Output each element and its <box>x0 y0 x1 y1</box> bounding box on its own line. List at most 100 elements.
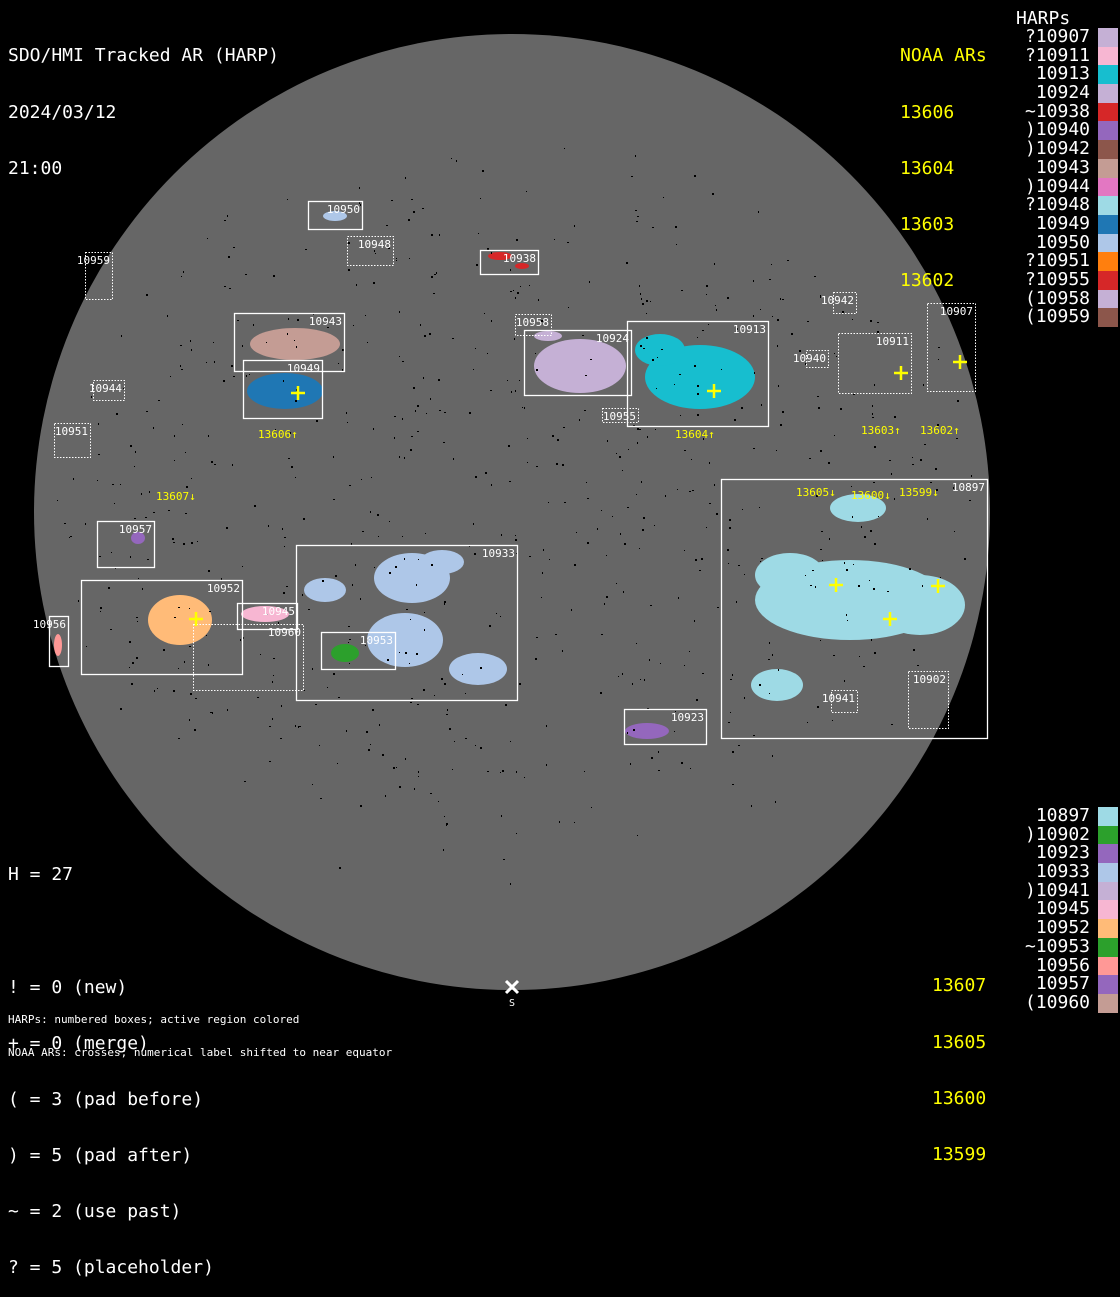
magnetic-speckle <box>641 481 642 483</box>
magnetic-speckle <box>365 315 366 316</box>
magnetic-speckle <box>736 328 738 330</box>
magnetic-speckle <box>57 500 58 501</box>
magnetic-speckle <box>844 562 845 564</box>
magnetic-speckle <box>696 699 698 701</box>
magnetic-speckle <box>546 764 547 766</box>
magnetic-speckle <box>694 620 695 622</box>
harp-label: (10958 <box>1024 287 1090 309</box>
harp-box: 10907 <box>927 303 976 392</box>
harp-legend-item: )10941 <box>1016 881 1118 901</box>
magnetic-speckle <box>409 663 410 664</box>
magnetic-speckle <box>399 652 400 653</box>
magnetic-speckle <box>712 193 714 195</box>
harp-box-label: 10949 <box>287 362 320 375</box>
magnetic-speckle <box>927 518 928 520</box>
magnetic-speckle <box>361 479 362 480</box>
magnetic-speckle <box>178 738 180 739</box>
magnetic-speckle <box>853 394 855 395</box>
magnetic-speckle <box>487 771 489 772</box>
magnetic-speckle <box>768 659 770 660</box>
magnetic-speckle <box>684 550 685 551</box>
harp-box: 10960 <box>193 624 304 691</box>
magnetic-speckle <box>431 234 433 236</box>
noaa-cross-icon <box>894 366 908 380</box>
magnetic-speckle <box>940 577 941 578</box>
magnetic-speckle <box>877 331 879 333</box>
magnetic-speckle <box>508 445 510 447</box>
magnetic-speckle <box>870 320 872 322</box>
harp-legend-item: ~10938 <box>1016 102 1118 122</box>
magnetic-speckle <box>283 380 284 382</box>
magnetic-speckle <box>587 498 589 499</box>
harp-legend-item: )10902 <box>1016 825 1118 845</box>
magnetic-speckle <box>515 539 517 541</box>
magnetic-speckle <box>167 315 168 317</box>
harp-box-outline <box>838 333 912 394</box>
magnetic-speckle <box>729 519 731 521</box>
harp-box: 10953 <box>320 631 397 671</box>
magnetic-speckle <box>863 666 865 667</box>
noaa-disk-label: 13604↑ <box>675 428 715 441</box>
magnetic-speckle <box>456 160 457 162</box>
magnetic-speckle <box>266 342 267 343</box>
magnetic-speckle <box>444 683 446 685</box>
magnetic-speckle <box>371 477 372 478</box>
magnetic-speckle <box>772 755 773 757</box>
harp-box-label: 10959 <box>77 254 110 267</box>
magnetic-speckle <box>738 745 740 746</box>
harp-label: 10945 <box>1035 898 1090 920</box>
magnetic-speckle <box>231 365 233 367</box>
harp-box-outline <box>96 520 156 569</box>
magnetic-speckle <box>872 413 873 415</box>
magnetic-speckle <box>699 570 701 571</box>
magnetic-speckle <box>439 410 441 411</box>
magnetic-speckle <box>399 786 401 788</box>
magnetic-speckle <box>510 883 511 885</box>
harp-box-outline <box>48 615 70 668</box>
magnetic-speckle <box>242 566 243 567</box>
magnetic-speckle <box>956 438 958 439</box>
harp-box-label: 10907 <box>940 305 973 318</box>
magnetic-speckle <box>640 679 641 680</box>
magnetic-speckle <box>702 330 704 331</box>
magnetic-speckle <box>394 437 395 439</box>
magnetic-speckle <box>359 202 360 204</box>
magnetic-speckle <box>654 525 655 526</box>
magnetic-speckle <box>690 768 691 769</box>
magnetic-speckle <box>674 384 675 385</box>
magnetic-speckle <box>496 613 497 614</box>
magnetic-speckle <box>771 264 772 265</box>
magnetic-speckle <box>294 340 295 341</box>
magnetic-speckle <box>211 461 213 463</box>
color-swatch <box>1098 46 1118 66</box>
magnetic-speckle <box>501 815 502 817</box>
magnetic-speckle <box>716 513 718 515</box>
magnetic-speckle <box>123 388 124 389</box>
magnetic-speckle <box>189 646 191 647</box>
magnetic-speckle <box>650 301 651 302</box>
magnetic-speckle <box>389 521 390 522</box>
magnetic-speckle <box>807 722 808 723</box>
magnetic-speckle <box>304 690 305 691</box>
magnetic-speckle <box>473 523 474 525</box>
south-label: S <box>509 998 515 1009</box>
magnetic-speckle <box>677 489 678 490</box>
harp-box: 10959 <box>77 252 113 300</box>
magnetic-speckle <box>348 242 350 244</box>
harp-legend-item: 10923 <box>1016 844 1118 864</box>
magnetic-speckle <box>411 199 413 200</box>
magnetic-speckle <box>604 603 605 605</box>
harp-legend-item: (10960 <box>1016 993 1118 1013</box>
harp-box-label: 10913 <box>733 323 766 336</box>
magnetic-speckle <box>697 414 699 416</box>
magnetic-speckle <box>153 512 155 513</box>
magnetic-speckle <box>416 653 418 655</box>
magnetic-speckle <box>658 751 659 753</box>
magnetic-speckle <box>527 438 528 439</box>
magnetic-speckle <box>632 683 633 685</box>
magnetic-speckle <box>362 531 364 532</box>
magnetic-speckle <box>396 767 397 768</box>
harp-box-outline <box>242 359 324 420</box>
magnetic-speckle <box>254 505 256 507</box>
magnetic-speckle <box>180 345 182 346</box>
